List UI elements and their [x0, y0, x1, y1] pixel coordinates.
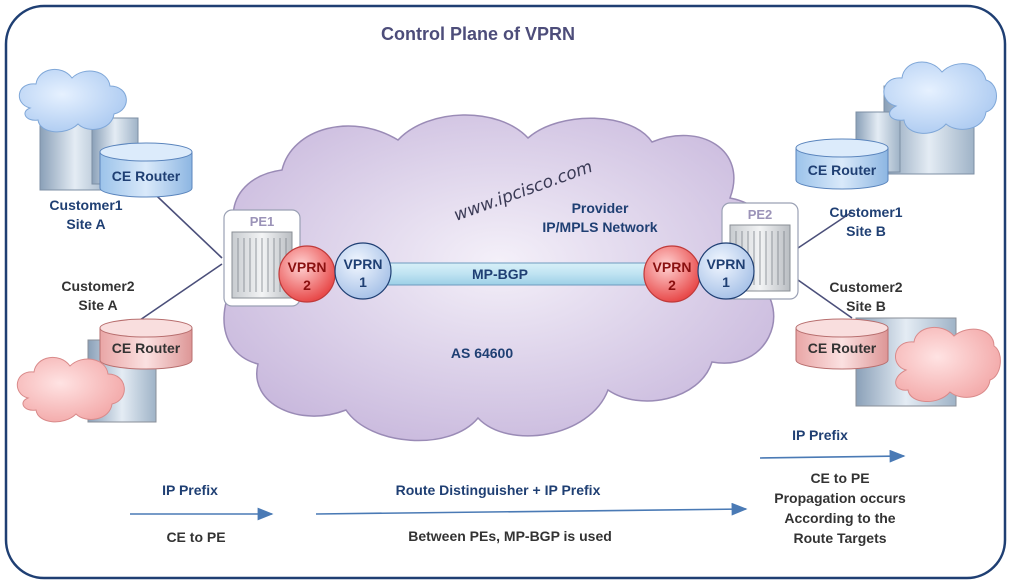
c1a-label-line1: Customer1 — [49, 197, 122, 213]
right-text-line2: Propagation occurs — [774, 490, 906, 506]
pe2-label: PE2 — [748, 207, 773, 222]
right-text-line3: According to the — [784, 510, 895, 526]
right-ip-prefix-label: IP Prefix — [792, 427, 848, 443]
pe2-vprn-2: VPRN 2 — [643, 245, 701, 303]
c2a-ce-router: CE Router — [99, 318, 193, 370]
provider-label-line1: Provider — [572, 200, 629, 216]
pe2-vprn-1-line2: 1 — [722, 274, 730, 290]
pe1-label: PE1 — [250, 214, 275, 229]
middle-rd-label: Route Distinguisher + IP Prefix — [396, 482, 601, 498]
c1b-ce-router: CE Router — [795, 138, 889, 190]
customer1-site-b: CE Router Customer1 Site B — [795, 61, 997, 239]
right-text-line4: Route Targets — [793, 530, 886, 546]
c2a-ce-label: CE Router — [112, 340, 181, 356]
c1b-ce-label: CE Router — [808, 162, 877, 178]
customer2-site-a: Customer2 Site A CE Router — [17, 278, 193, 423]
left-ip-prefix-label: IP Prefix — [162, 482, 218, 498]
c2a-cloud — [17, 357, 125, 423]
left-ce-to-pe-label: CE to PE — [166, 529, 225, 545]
pe2-vprn-2-line2: 2 — [668, 277, 676, 293]
link-c2a-pe1 — [139, 263, 223, 321]
customer1-site-a: CE Router Customer1 Site A — [19, 69, 193, 232]
c1b-label-line2: Site B — [846, 223, 886, 239]
right-text-line1: CE to PE — [810, 470, 869, 486]
c2b-ce-label: CE Router — [808, 340, 877, 356]
c2a-label-line1: Customer2 — [61, 278, 134, 294]
c1a-ce-router: CE Router — [99, 142, 193, 198]
pe1-vprn-1-line2: 1 — [359, 274, 367, 290]
pe1-vprn-2: VPRN 2 — [278, 245, 336, 303]
pe1-vprn-2-line2: 2 — [303, 277, 311, 293]
c1b-label-line1: Customer1 — [829, 204, 902, 220]
pe2-vprn-1: VPRN 1 — [697, 242, 755, 300]
c1a-cloud — [19, 69, 127, 133]
c2b-label-line1: Customer2 — [829, 279, 902, 295]
c2a-label-line2: Site A — [78, 297, 117, 313]
middle-arrow — [315, 502, 748, 516]
link-c1b-pe2 — [797, 211, 853, 249]
mp-bgp-label: MP-BGP — [472, 266, 528, 282]
pe2-vprn-2-line1: VPRN — [653, 259, 692, 275]
pe1-vprn-1-line1: VPRN — [344, 256, 383, 272]
provider-label-line2: IP/MPLS Network — [542, 219, 657, 235]
pe2-vprn-1-line1: VPRN — [707, 256, 746, 272]
pe1-vprn-2-line1: VPRN — [288, 259, 327, 275]
c1a-label-line2: Site A — [66, 216, 105, 232]
c1a-ce-label: CE Router — [112, 168, 181, 184]
c2b-label-line2: Site B — [846, 298, 886, 314]
c2b-cloud — [895, 327, 1001, 402]
link-c2b-pe2 — [797, 279, 853, 319]
middle-mpbgp-label: Between PEs, MP-BGP is used — [408, 528, 612, 544]
c2b-ce-router: CE Router — [795, 318, 889, 370]
c1b-cloud — [883, 61, 997, 134]
customer2-site-b: Customer2 Site B CE Router — [795, 279, 1001, 407]
diagram-title: Control Plane of VPRN — [381, 24, 575, 44]
right-arrow — [759, 449, 906, 463]
as-number-label: AS 64600 — [451, 345, 513, 361]
mp-bgp-tube — [379, 262, 681, 286]
pe1-vprn-1: VPRN 1 — [334, 242, 392, 300]
